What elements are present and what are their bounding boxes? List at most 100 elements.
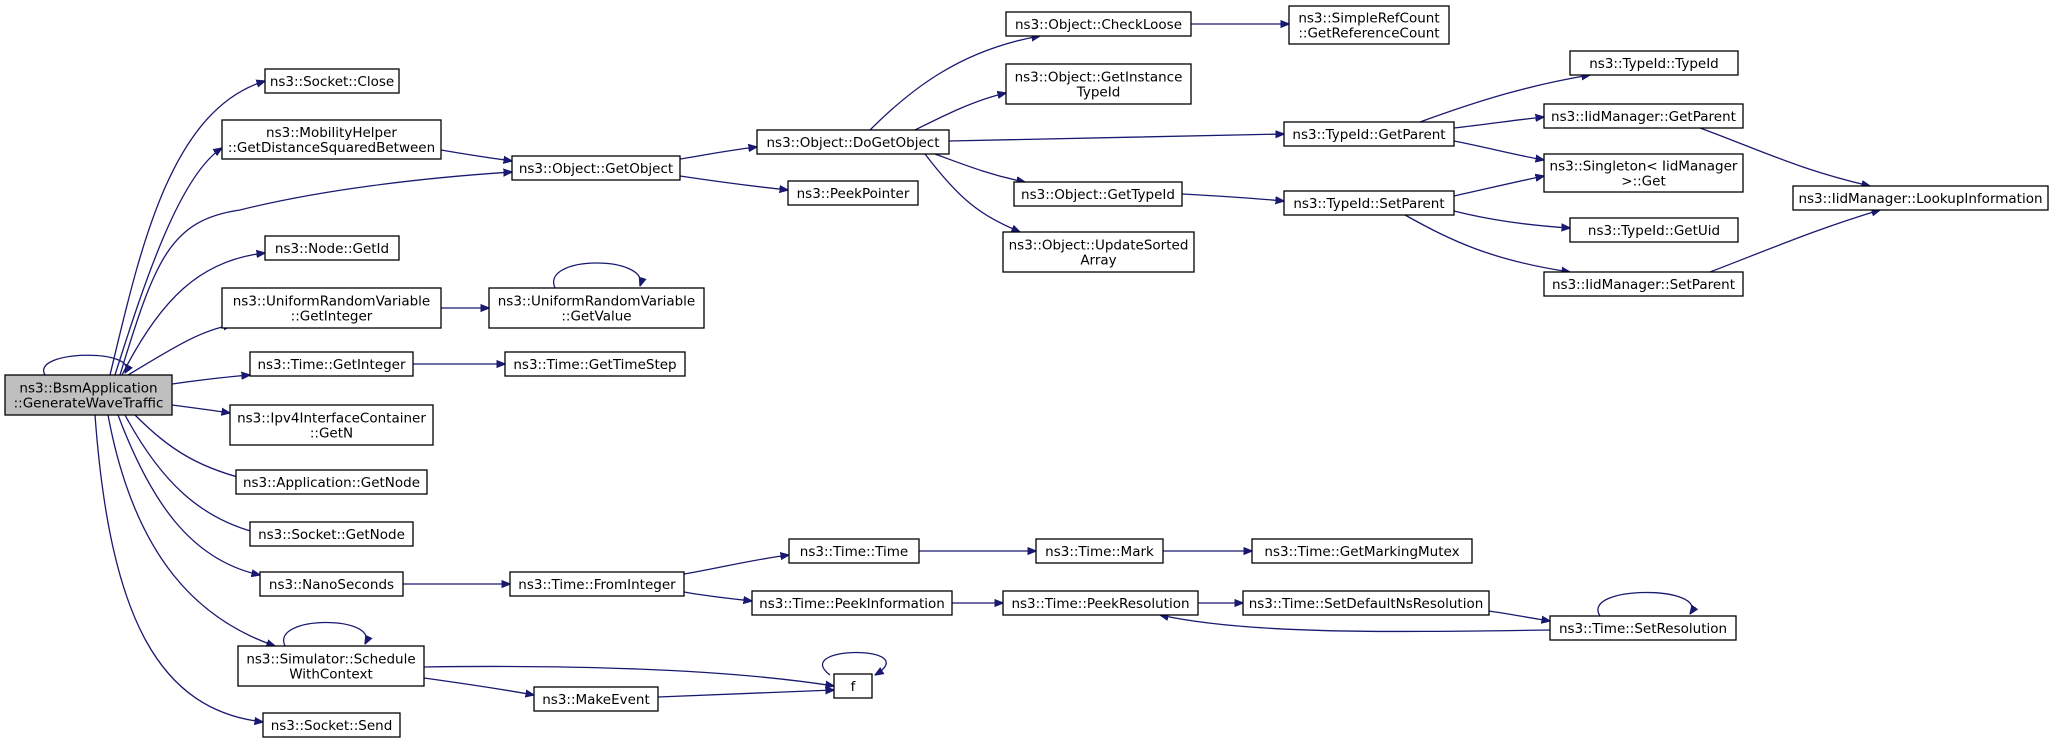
function-node[interactable]: ns3::Time::SetDefaultNsResolution <box>1242 590 1490 616</box>
function-node[interactable]: ns3::Socket::GetNode <box>249 521 414 547</box>
function-node[interactable]: ns3::SimpleRefCount::GetReferenceCount <box>1288 5 1450 45</box>
function-node[interactable]: ns3::Time::GetInteger <box>249 351 414 377</box>
function-node[interactable]: ns3::UniformRandomVariable::GetInteger <box>221 287 442 329</box>
node-label: ::GetDistanceSquaredBetween <box>228 140 435 156</box>
node-label: ns3::IidManager::SetParent <box>1552 277 1735 293</box>
call-edge <box>1699 127 1870 186</box>
call-edge <box>171 375 250 385</box>
function-node[interactable]: ns3::Time::Mark <box>1035 538 1164 564</box>
node-label: ns3::Object::GetObject <box>519 161 673 177</box>
function-node[interactable]: ns3::Ipv4InterfaceContainer::GetN <box>229 404 434 446</box>
call-edge <box>117 414 260 575</box>
call-edge <box>94 414 263 722</box>
call-edge <box>869 36 1040 131</box>
node-box <box>1005 11 1192 37</box>
function-node[interactable]: ns3::Object::DoGetObject <box>756 129 950 155</box>
edges-layer <box>42 24 1880 722</box>
node-box <box>833 673 873 699</box>
function-node[interactable]: ns3::TypeId::SetParent <box>1283 190 1455 216</box>
node-label: ns3::Socket::Close <box>270 74 394 90</box>
function-node[interactable]: ns3::Time::GetMarkingMutex <box>1251 538 1473 564</box>
call-edge <box>423 677 534 695</box>
function-node[interactable]: ns3::TypeId::GetUid <box>1569 217 1739 243</box>
node-box <box>259 571 404 597</box>
node-label: ns3::Socket::Send <box>271 718 393 734</box>
node-box <box>249 351 414 377</box>
call-edge <box>107 414 275 646</box>
call-edge <box>924 153 1020 232</box>
function-node[interactable]: ns3::Time::PeekInformation <box>751 590 953 616</box>
function-node[interactable]: ns3::Object::CheckLoose <box>1005 11 1192 37</box>
call-edge <box>821 651 887 676</box>
node-label: ns3::Time::PeekInformation <box>759 596 945 612</box>
node-box <box>511 155 681 181</box>
function-node[interactable]: ns3::Object::GetObject <box>511 155 681 181</box>
function-node[interactable]: ns3::Object::GetTypeId <box>1013 181 1183 207</box>
function-node[interactable]: ns3::IidManager::GetParent <box>1543 103 1744 129</box>
function-node[interactable]: ns3::TypeId::GetParent <box>1283 121 1455 147</box>
function-node[interactable]: ns3::Singleton< IidManager >::Get <box>1543 153 1744 193</box>
node-box <box>509 571 685 597</box>
call-edge <box>1404 214 1570 272</box>
function-node[interactable]: ns3::Socket::Send <box>262 712 401 738</box>
call-edge <box>423 665 834 686</box>
node-box <box>1242 590 1490 616</box>
function-node[interactable]: ns3::TypeId::TypeId <box>1569 50 1739 76</box>
call-edge <box>1597 591 1692 617</box>
root-function-node[interactable]: ns3::BsmApplication::GenerateWaveTraffic <box>4 374 173 416</box>
call-edge <box>683 555 789 575</box>
call-edge <box>657 690 834 698</box>
node-box <box>237 645 425 687</box>
function-node[interactable]: ns3::PeekPointer <box>787 180 919 206</box>
function-node[interactable]: ns3::IidManager::LookupInformation <box>1792 185 2049 211</box>
node-label: ns3::BsmApplication <box>19 381 157 397</box>
function-node[interactable]: f <box>833 673 873 699</box>
node-box <box>1013 181 1183 207</box>
node-label: ns3::Object::DoGetObject <box>766 135 939 151</box>
function-node[interactable]: ns3::Time::GetTimeStep <box>504 351 686 377</box>
node-label: ns3::TypeId::TypeId <box>1589 56 1719 72</box>
node-label: ns3::Time::GetTimeStep <box>513 357 676 373</box>
node-box <box>229 404 434 446</box>
node-label: >::Get <box>1621 174 1665 190</box>
node-box <box>1569 50 1739 76</box>
function-node[interactable]: ns3::Application::GetNode <box>235 469 428 495</box>
node-label: ::GetReferenceCount <box>1298 26 1439 42</box>
call-edge <box>440 149 512 161</box>
node-label: Array <box>1080 253 1116 269</box>
call-edge <box>121 253 265 376</box>
node-box <box>488 287 705 329</box>
function-node[interactable]: ns3::UniformRandomVariable::GetValue <box>488 287 705 329</box>
function-node[interactable]: ns3::IidManager::SetParent <box>1543 271 1744 297</box>
node-label: ns3::PeekPointer <box>797 186 910 202</box>
function-node[interactable]: ns3::Time::PeekResolution <box>1002 590 1199 616</box>
function-node[interactable]: ns3::MobilityHelper::GetDistanceSquaredB… <box>221 119 442 160</box>
node-label: ::GetValue <box>561 309 631 325</box>
function-node[interactable]: ns3::MakeEvent <box>533 686 659 712</box>
function-node[interactable]: ns3::Time::SetResolution <box>1549 615 1737 641</box>
function-node[interactable]: ns3::Socket::Close <box>264 68 400 94</box>
node-box <box>787 180 919 206</box>
node-box <box>1005 63 1192 105</box>
function-node[interactable]: ns3::Time::FromInteger <box>509 571 685 597</box>
node-box <box>221 119 442 160</box>
function-node[interactable]: ns3::NanoSeconds <box>259 571 404 597</box>
node-box <box>1792 185 2049 211</box>
call-edge <box>1453 140 1544 160</box>
function-node[interactable]: ns3::Node::GetId <box>264 235 400 261</box>
node-box <box>1543 271 1744 297</box>
node-box <box>751 590 953 616</box>
node-box <box>1002 231 1195 273</box>
node-label: ns3::Time::SetResolution <box>1559 621 1727 637</box>
call-edge <box>282 621 367 647</box>
call-edge <box>552 262 641 289</box>
node-box <box>264 68 400 94</box>
node-label: WithContext <box>289 667 373 683</box>
node-box <box>504 351 686 377</box>
function-node[interactable]: ns3::Time::Time <box>788 538 920 564</box>
node-label: ns3::Time::Mark <box>1045 544 1154 560</box>
